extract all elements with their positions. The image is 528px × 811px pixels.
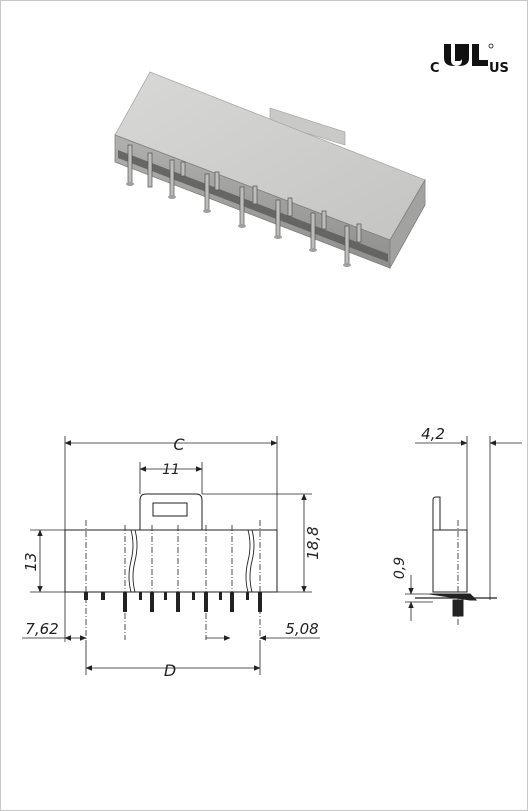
- ul-recognized-component-mark-icon: [444, 43, 494, 66]
- ul-certification-mark: C US: [430, 43, 509, 76]
- dimension-c: [64, 436, 278, 530]
- label-tab-width: 11: [162, 462, 180, 478]
- label-depth: 4,2: [421, 425, 445, 443]
- label-height-with-tab: 18,8: [304, 526, 322, 559]
- label-pin-offset: 0,9: [392, 557, 408, 579]
- dimension-body-height: [30, 529, 65, 593]
- connector-body-outline: [64, 529, 278, 593]
- label-pin-span: D: [164, 661, 176, 680]
- front-view-drawing: [22, 436, 320, 675]
- side-view-drawing: [405, 436, 522, 625]
- cert-suffix: US: [489, 61, 509, 76]
- dimension-pin-span: [85, 640, 261, 675]
- label-body-height: 13: [22, 552, 40, 571]
- dimension-left-offset: [22, 592, 87, 642]
- label-pitch: 5,08: [285, 620, 318, 638]
- cert-prefix: C: [430, 61, 440, 76]
- side-body-outline: [432, 529, 468, 593]
- dimension-height-with-tab: [202, 493, 312, 593]
- label-overall-width: C: [173, 435, 185, 454]
- dimension-tab-width: [139, 462, 203, 494]
- dimension-pin-offset: [405, 575, 433, 621]
- label-left-offset: 7,62: [25, 620, 58, 638]
- pcb-connector-photo-icon: [114, 71, 426, 270]
- dimension-depth: [415, 436, 522, 600]
